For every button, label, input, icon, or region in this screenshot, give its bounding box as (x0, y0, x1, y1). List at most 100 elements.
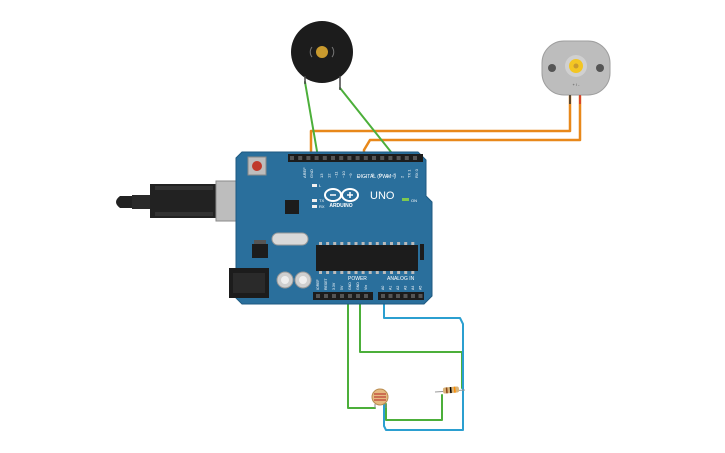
resistor[interactable] (434, 386, 466, 394)
crystal (271, 232, 309, 246)
digital-pin-hole[interactable] (339, 156, 344, 160)
digital-pin-hole[interactable] (314, 156, 319, 160)
digital-pin-label: 8 (356, 175, 361, 178)
analog-pin-holes (381, 294, 423, 298)
digital-pin-hole[interactable] (331, 156, 335, 160)
led-tx-label: TX (319, 198, 324, 203)
usb-chip (285, 200, 299, 214)
digital-pin-hole[interactable] (306, 156, 311, 160)
power-pin-hole[interactable] (324, 294, 328, 298)
led-rx (312, 205, 317, 208)
analog-pin-label: A2 (396, 286, 400, 290)
wire-motor-a[interactable] (309, 93, 572, 159)
power-pin-hole[interactable] (348, 294, 352, 298)
digital-pin-label: ~10 (341, 170, 346, 178)
power-led (402, 198, 409, 201)
analog-pin-label: A3 (404, 286, 408, 290)
digital-pin-label: 12 (326, 173, 331, 178)
usb-cable[interactable] (116, 180, 253, 222)
power-pin-hole[interactable] (332, 294, 336, 298)
wire-ldr-resistor[interactable] (385, 394, 443, 421)
brand-label: ARDUINO (329, 203, 352, 209)
wire-motor-b[interactable] (362, 93, 582, 159)
digital-pin-label: 13 (319, 173, 324, 178)
analog-pin-label: A5 (419, 286, 423, 290)
atmega-chip (316, 245, 418, 271)
digital-pin-hole[interactable] (355, 156, 360, 160)
power-pin-hole[interactable] (340, 294, 344, 298)
icsp-header (420, 244, 424, 260)
wire-5v-resistor[interactable] (359, 297, 463, 389)
power-pin-labels: IOREF RESET 3.3V 5V GND GND Vin (316, 277, 368, 290)
power-pin-hole[interactable] (316, 294, 320, 298)
aref-label: AREF (302, 167, 307, 178)
power-pin-holes (316, 294, 368, 298)
motor-label: + / - (572, 82, 580, 87)
digital-pin-hole[interactable] (413, 156, 417, 160)
wire-buzzer-b[interactable] (339, 87, 396, 158)
power-pin-hole[interactable] (356, 294, 360, 298)
digital-pin-label: 7 (363, 175, 368, 178)
analog-header[interactable] (378, 292, 424, 300)
led-l (312, 184, 317, 187)
digital-pin-hole[interactable] (322, 156, 327, 160)
led-l-label: L (319, 183, 322, 188)
photoresistor[interactable] (371, 388, 389, 408)
wire-a0-out[interactable] (383, 297, 464, 431)
power-pin-label: GND (348, 282, 352, 290)
digital-pin-label: TX 1 (407, 169, 412, 178)
digital-pin-label: ~9 (348, 173, 353, 178)
power-pin-label: Vin (364, 285, 368, 290)
analog-pin-label: A4 (411, 286, 415, 290)
dc-motor[interactable]: + / - (541, 40, 611, 104)
digital-pin-label: 2 (399, 175, 404, 178)
analog-pin-hole[interactable] (418, 294, 423, 298)
piezo-buzzer[interactable] (291, 21, 353, 90)
digital-pin-hole[interactable] (363, 156, 368, 160)
analog-pin-hole[interactable] (396, 294, 400, 298)
voltage-regulator (252, 244, 268, 258)
digital-pin-label: ~11 (334, 171, 339, 178)
digital-header[interactable] (288, 154, 423, 162)
digital-pin-label: RX 0 (414, 168, 419, 178)
digital-pin-holes (290, 156, 417, 160)
digital-pin-hole[interactable] (404, 156, 409, 160)
power-pin-label: RESET (324, 277, 328, 290)
digital-pin-label: 4 (385, 175, 390, 178)
usb-plug-icon (116, 196, 134, 208)
model-label: UNO (370, 190, 395, 202)
digital-pin-hole[interactable] (347, 156, 352, 160)
arduino-logo-icon (324, 188, 359, 202)
digital-pin-hole[interactable] (290, 156, 294, 160)
digital-header-label: DIGITAL (PWM~) (357, 174, 396, 180)
analog-header-label: ANALOG IN (387, 276, 415, 282)
digital-pin-hole[interactable] (396, 156, 401, 160)
power-pin-label: IOREF (316, 279, 320, 290)
wire-gnd-sensor[interactable] (347, 297, 376, 409)
analog-pin-hole[interactable] (403, 294, 408, 298)
wire-buzzer-a[interactable] (304, 81, 319, 158)
power-pin-label: 3.3V (332, 282, 336, 290)
led-rx-label: RX (319, 204, 325, 209)
on-label: ON (411, 198, 417, 203)
digital-pin-hole[interactable] (380, 156, 385, 160)
digital-pin-hole[interactable] (298, 156, 303, 160)
power-pin-hole[interactable] (364, 294, 368, 298)
digital-pin-hole[interactable] (372, 156, 376, 160)
digital-pin-hole[interactable] (388, 156, 393, 160)
analog-pin-hole[interactable] (381, 294, 385, 298)
chip-pins (319, 242, 415, 274)
gnd-label: GND (309, 169, 314, 178)
digital-pin-label: ~3 (392, 173, 397, 178)
analog-pin-hole[interactable] (411, 294, 415, 298)
power-pin-label: GND (356, 282, 360, 290)
led-tx (312, 199, 317, 202)
analog-pin-hole[interactable] (388, 294, 393, 298)
power-pin-label: 5V (340, 285, 344, 290)
digital-pin-label: ~6 (370, 173, 375, 178)
digital-pin-label: ~5 (377, 173, 382, 178)
